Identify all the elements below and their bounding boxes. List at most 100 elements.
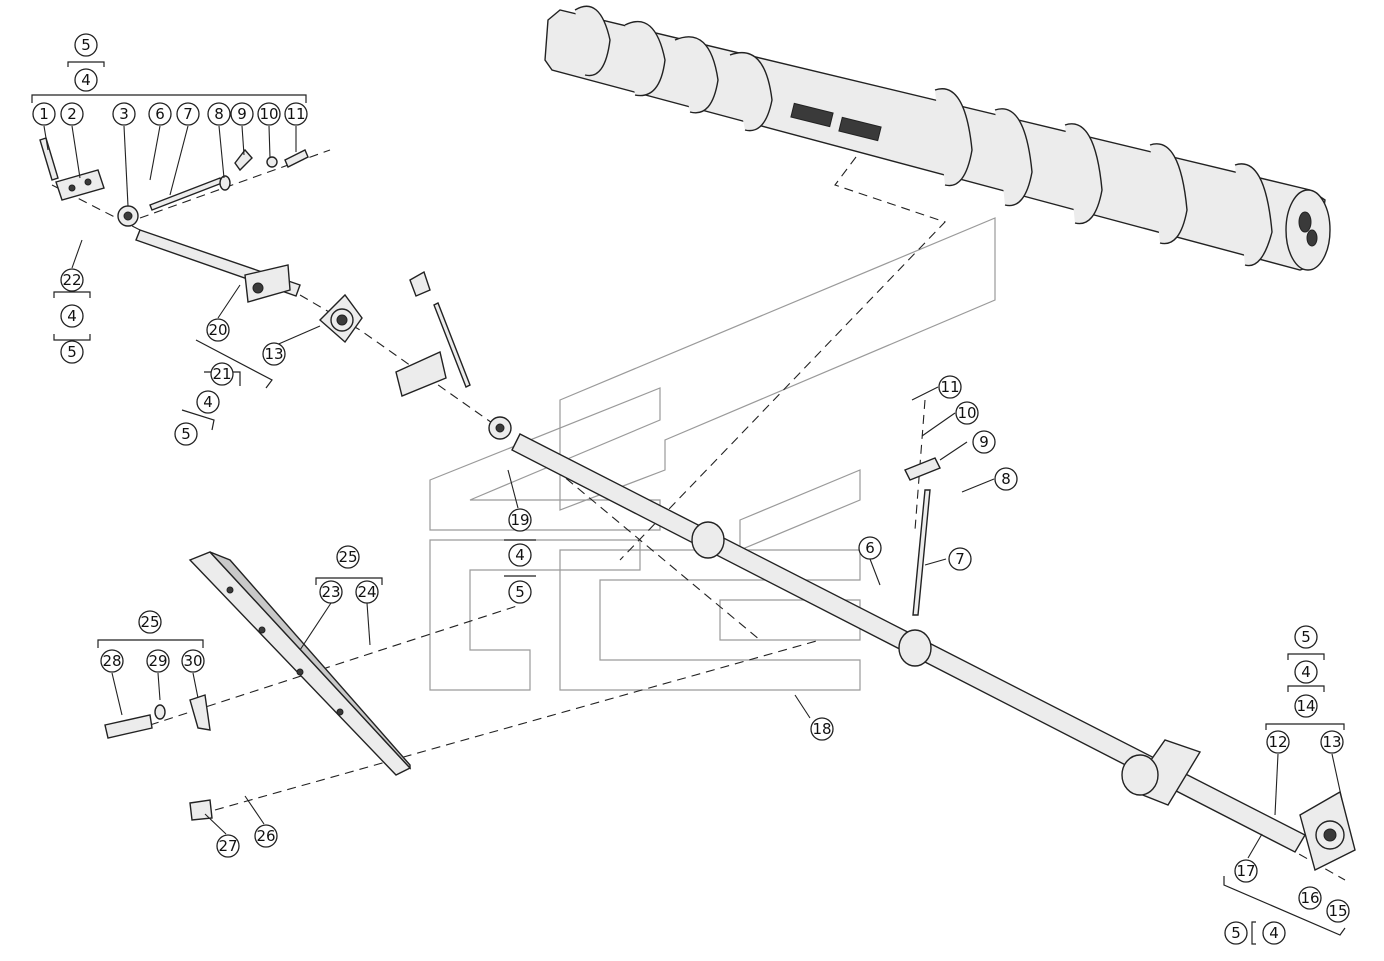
svg-text:13: 13 [1322,733,1341,751]
svg-text:16: 16 [1300,889,1319,907]
callout-27: 27 [216,834,240,858]
svg-text:4: 4 [67,307,77,325]
callout-26: 26 [254,824,278,848]
svg-text:23: 23 [321,583,340,601]
svg-text:6: 6 [865,539,875,557]
svg-text:4: 4 [1301,663,1311,681]
main-shaft [511,433,1356,872]
watermark-logo [429,217,996,691]
callout-8: 8 [207,102,231,126]
svg-text:5: 5 [1231,924,1241,942]
svg-text:5: 5 [181,425,191,443]
svg-text:10: 10 [957,404,976,422]
auger-screw-conveyor [544,5,1331,271]
callout-6: 6 [148,102,172,126]
callout-8: 8 [994,467,1018,491]
svg-text:24: 24 [357,583,376,601]
svg-text:19: 19 [510,511,529,529]
svg-text:4: 4 [81,71,91,89]
scraper-plate [104,551,412,821]
callout-9: 9 [972,430,996,454]
callout-3: 3 [112,102,136,126]
svg-text:20: 20 [208,321,227,339]
callout-17: 17 [1234,859,1258,883]
svg-text:4: 4 [1269,924,1279,942]
svg-text:9: 9 [237,105,247,123]
svg-text:3: 3 [119,105,129,123]
svg-text:7: 7 [183,105,193,123]
callout-5: 5 [60,340,84,364]
svg-text:17: 17 [1236,862,1255,880]
upper-left-parts [39,137,512,440]
svg-text:14: 14 [1296,697,1315,715]
svg-text:15: 15 [1328,902,1347,920]
svg-text:5: 5 [67,343,77,361]
svg-text:7: 7 [955,550,965,568]
svg-text:10: 10 [259,105,278,123]
callout-24: 24 [355,580,379,604]
svg-text:4: 4 [203,393,213,411]
callout-19: 19 [508,508,532,532]
callout-10: 10 [955,401,979,425]
leader-lines [31,61,1346,945]
svg-text:30: 30 [183,652,202,670]
callout-9: 9 [230,102,254,126]
svg-text:8: 8 [214,105,224,123]
svg-text:12: 12 [1268,733,1287,751]
svg-text:11: 11 [286,105,305,123]
callout-5: 5 [508,580,532,604]
svg-text:27: 27 [218,837,237,855]
callout-30: 30 [181,649,205,673]
callout-labels: 5 4 1 2 3 6 7 8 9 10 11 22 4 5 20 13 21 … [32,33,1350,945]
svg-text:22: 22 [62,271,81,289]
svg-text:13: 13 [264,345,283,363]
callout-1: 1 [32,102,56,126]
callout-4: 4 [508,543,532,567]
callout-13: 13 [1320,730,1344,754]
callout-7: 7 [948,547,972,571]
svg-text:9: 9 [979,433,989,451]
callout-14: 14 [1294,694,1318,718]
callout-5: 5 [74,33,98,57]
svg-text:1: 1 [39,105,49,123]
callout-23: 23 [319,580,343,604]
callout-29: 29 [146,649,170,673]
callout-4: 4 [196,390,220,414]
svg-text:26: 26 [256,827,275,845]
callout-2: 2 [60,102,84,126]
callout-25: 25 [138,610,162,634]
callout-4: 4 [1262,921,1286,945]
callout-4: 4 [60,304,84,328]
svg-text:5: 5 [515,583,525,601]
svg-text:29: 29 [148,652,167,670]
callout-13: 13 [262,342,286,366]
svg-text:28: 28 [102,652,121,670]
svg-text:8: 8 [1001,470,1011,488]
svg-text:4: 4 [515,546,525,564]
svg-text:21: 21 [212,365,231,383]
svg-text:11: 11 [940,378,959,396]
callout-6: 6 [858,536,882,560]
callout-7: 7 [176,102,200,126]
callout-11: 11 [284,102,308,126]
svg-text:5: 5 [1301,628,1311,646]
callout-10: 10 [257,102,281,126]
callout-21: 21 [210,362,234,386]
svg-text:6: 6 [155,105,165,123]
callout-5: 5 [1224,921,1248,945]
callout-5: 5 [174,422,198,446]
svg-text:18: 18 [812,720,831,738]
callout-18: 18 [810,717,834,741]
svg-text:5: 5 [81,36,91,54]
callout-16: 16 [1298,886,1322,910]
callout-22: 22 [60,268,84,292]
svg-text:2: 2 [67,105,77,123]
callout-25: 25 [336,545,360,569]
callout-4: 4 [1294,660,1318,684]
callout-15: 15 [1326,899,1350,923]
callout-11: 11 [938,375,962,399]
callout-28: 28 [100,649,124,673]
svg-text:25: 25 [140,613,159,631]
callout-4: 4 [74,68,98,92]
